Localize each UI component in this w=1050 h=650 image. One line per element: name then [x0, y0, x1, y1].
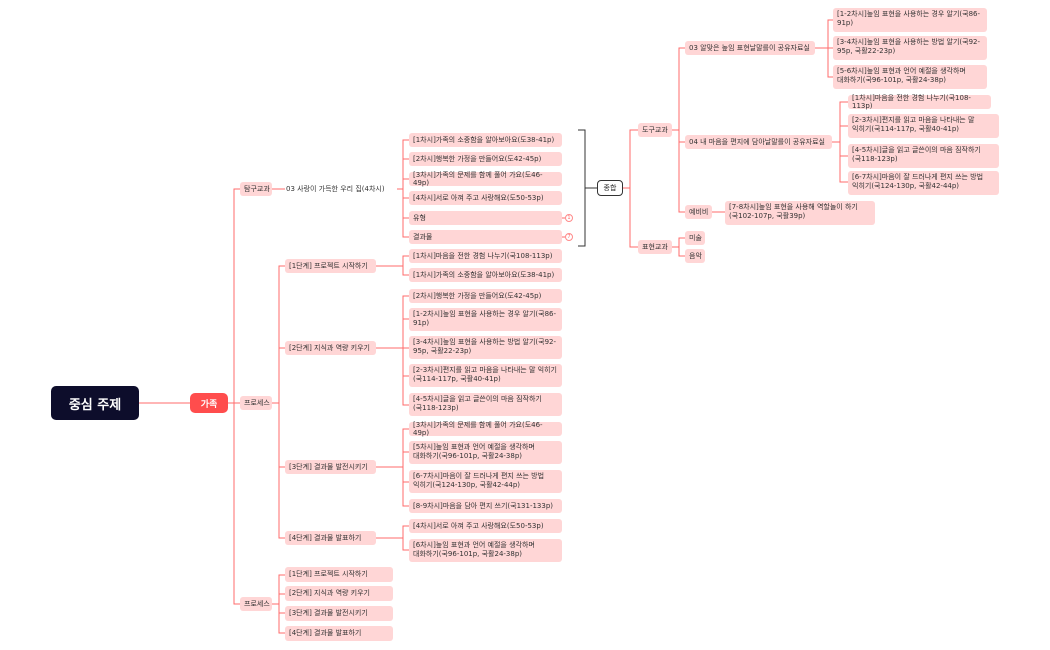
unit-item[interactable]: [3차시]가족의 문제를 함께 풀어 가요(도46-49p) [409, 171, 562, 187]
stage-2-item[interactable]: [4-5차시]글을 읽고 글쓴이의 마음 짐작하기(국118-123p) [409, 393, 562, 416]
root-topic[interactable]: 중심 주제 [51, 386, 139, 420]
stage-1-node[interactable]: [1단계] 프로젝트 시작하기 [285, 259, 376, 273]
branch-04-node[interactable]: 04 내 마음을 편지에 담아날말를이 공유자료실 [685, 135, 832, 149]
tamgu-label: 탐구교과 [244, 184, 270, 193]
stage-3-item[interactable]: [8-9차시]마음을 담아 편지 쓰기(국131-133p) [409, 499, 562, 513]
root-topic-label: 중심 주제 [68, 397, 122, 413]
branch-03-item[interactable]: [3-4차시]높임 표현을 사용하는 방법 알기(국92-95p, 국활22-2… [833, 36, 987, 60]
process-label-2: 프로세스 [244, 599, 270, 608]
branch-04-item[interactable]: [2-3차시]편지를 읽고 마음을 나타내는 말 익히기(국114-117p, … [848, 114, 999, 138]
stage-2-item[interactable]: [2차시]행복한 가정을 만들어요(도42-45p) [409, 289, 562, 303]
unit-item[interactable]: [1차시]가족의 소중함을 알아보아요(도38-41p) [409, 133, 562, 147]
stage-3-item[interactable]: [3차시]가족의 문제를 함께 풀어 가요(도46-49p) [409, 421, 562, 437]
tamgu-node[interactable]: 탐구교과 [240, 182, 272, 196]
collapsed-count-badge[interactable]: 7 [565, 233, 573, 241]
unit-label[interactable]: 03 사랑이 가득한 우리 집(4차시) [286, 184, 385, 193]
family-topic-label: 가족 [200, 399, 218, 410]
stage-2-node[interactable]: [2단계] 지식과 역량 키우기 [285, 341, 376, 355]
stage-4-node[interactable]: [4단계] 결과물 발표하기 [285, 531, 376, 545]
art-node[interactable]: 미술 [685, 231, 705, 245]
stage-3-node[interactable]: [3단계] 결과물 발전시키기 [285, 460, 376, 474]
stage-3-item[interactable]: [6-7차시]마음이 잘 드러나게 편지 쓰는 방법 익히기(국124-130p… [409, 470, 562, 493]
branch-04-item[interactable]: [4-5차시]글을 읽고 글쓴이의 마음 짐작하기(국118-123p) [848, 144, 999, 168]
stage-2-item[interactable]: [2-3차시]편지를 읽고 마음을 나타내는 말 익히기(국114-117p, … [409, 364, 562, 387]
stage-4-item[interactable]: [6차시]높임 표현과 언어 예절을 생각하며 대화하기(국96-101p, 국… [409, 539, 562, 562]
process-node-2[interactable]: 프로세스 [240, 597, 272, 611]
family-topic[interactable]: 가족 [190, 393, 228, 413]
stage-2-item[interactable]: [1-2차시]높임 표현을 사용하는 경우 알기(국86-91p) [409, 308, 562, 331]
summary-node[interactable]: 종합 [597, 180, 623, 196]
process-node-1[interactable]: 프로세스 [240, 396, 272, 410]
pyohyeon-node[interactable]: 표현교과 [638, 240, 672, 254]
stage-1-item[interactable]: [1차시]가족의 소중함을 알아보아요(도38-41p) [409, 268, 562, 282]
process-2-item[interactable]: [1단계] 프로젝트 시작하기 [285, 567, 393, 582]
process-2-item[interactable]: [2단계] 지식과 역량 키우기 [285, 586, 393, 601]
unit-item[interactable]: [4차시]서로 아껴 주고 사랑해요(도50-53p) [409, 191, 562, 205]
stage-2-item[interactable]: [3-4차시]높임 표현을 사용하는 방법 알기(국92-95p, 국활22-2… [409, 336, 562, 359]
result-node[interactable]: 결과물 [409, 230, 562, 244]
type-node[interactable]: 유형 [409, 211, 562, 225]
music-node[interactable]: 음악 [685, 249, 705, 263]
branch-04-item[interactable]: [6-7차시]마음이 잘 드러나게 편지 쓰는 방법 익히기(국124-130p… [848, 171, 999, 195]
yebi-item[interactable]: [7-8차시]높임 표현을 사용해 역할놀이 하기(국102-107p, 국활3… [725, 201, 875, 225]
stage-4-item[interactable]: [4차시]서로 아껴 주고 사랑해요(도50-53p) [409, 519, 562, 533]
process-2-item[interactable]: [3단계] 결과물 발전시키기 [285, 606, 393, 621]
stage-1-item[interactable]: [1차시]마음을 전한 경험 나누기(국108-113p) [409, 249, 562, 263]
branch-03-node[interactable]: 03 알맞은 높임 표현날말를이 공유자료실 [685, 41, 815, 55]
branch-03-item[interactable]: [1-2차시]높임 표현을 사용하는 경우 알기(국86-91p) [833, 8, 987, 32]
collapsed-count-badge[interactable]: 1 [565, 214, 573, 222]
branch-04-item[interactable]: [1차시]마음을 전한 경험 나누기(국108-113p) [848, 94, 991, 110]
yebi-node[interactable]: 예비비 [685, 205, 712, 219]
branch-03-item[interactable]: [5-6차시]높임 표현과 언어 예절을 생각하며 대화하기(국96-101p,… [833, 65, 987, 89]
stage-3-item[interactable]: [5차시]높임 표현과 언어 예절을 생각하며 대화하기(국96-101p, 국… [409, 441, 562, 464]
unit-item[interactable]: [2차시]행복한 가정을 만들어요(도42-45p) [409, 152, 562, 166]
process-label-1: 프로세스 [244, 398, 270, 407]
dogu-node[interactable]: 도구교과 [638, 123, 672, 137]
process-2-item[interactable]: [4단계] 결과물 발표하기 [285, 626, 393, 641]
